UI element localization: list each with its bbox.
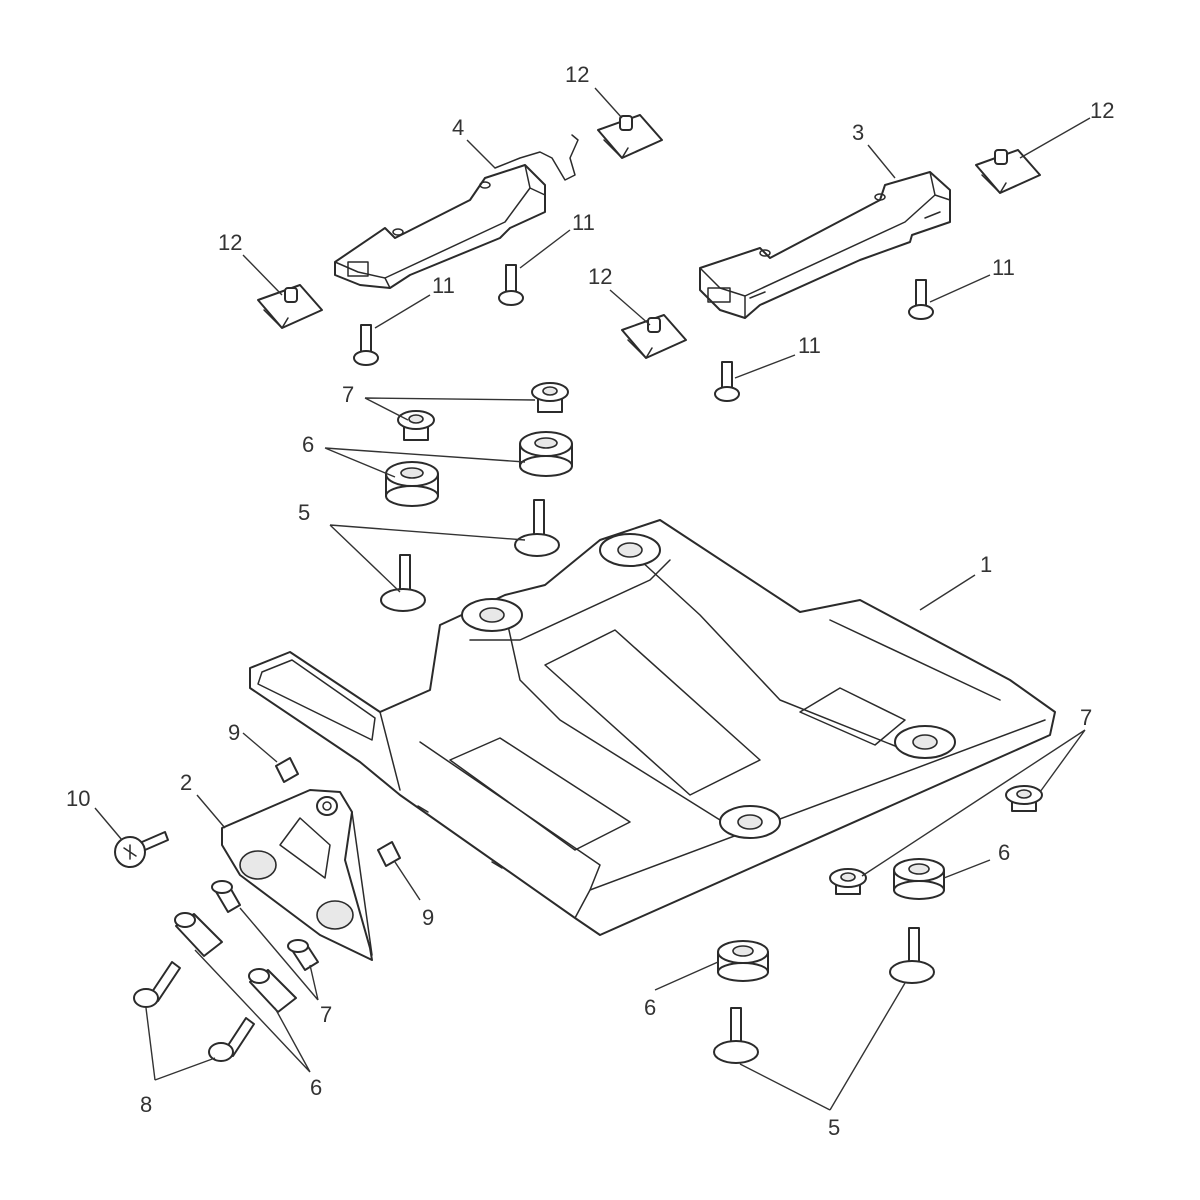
bolt-part-5-c xyxy=(889,927,935,984)
screw-part-11-c xyxy=(714,361,740,402)
label-part-1: 1 xyxy=(980,552,992,577)
grommet-part-6-d xyxy=(717,940,769,982)
insert-part-9-a xyxy=(275,757,299,783)
spacer-part-7-d xyxy=(829,868,867,895)
grommet-part-6-f xyxy=(248,968,297,1013)
leader-lines xyxy=(94,87,1091,1111)
label-part-6-left: 6 xyxy=(310,1075,322,1100)
clip-nut-part-12-b xyxy=(597,114,663,159)
insert-part-9-b xyxy=(377,841,401,867)
spacer-part-7-b xyxy=(531,382,569,413)
grommet-part-6-a xyxy=(385,461,439,507)
label-part-7-left: 7 xyxy=(320,1002,332,1027)
label-part-5-upper: 5 xyxy=(298,500,310,525)
callout-labels: 1 2 3 4 5 5 6 6 6 6 7 7 7 8 9 9 10 11 11… xyxy=(66,62,1114,1140)
label-part-7-right: 7 xyxy=(1080,705,1092,730)
label-part-6-right: 6 xyxy=(998,840,1010,865)
front-bracket-part-2 xyxy=(221,789,373,961)
bracket-part-4 xyxy=(334,134,579,289)
label-part-11-b: 11 xyxy=(572,210,595,235)
bracket-part-3 xyxy=(699,171,951,319)
spacer-part-7-c xyxy=(1005,785,1043,812)
screw-part-11-a xyxy=(353,324,379,366)
clip-nut-part-12-d xyxy=(975,149,1041,194)
label-part-11-a: 11 xyxy=(432,273,455,298)
label-part-10: 10 xyxy=(66,786,90,811)
label-part-12-a: 12 xyxy=(218,230,242,255)
screw-part-10 xyxy=(114,831,169,868)
label-part-8: 8 xyxy=(140,1092,152,1117)
grommet-part-6-e xyxy=(174,912,223,957)
grommet-part-6-b xyxy=(519,431,573,477)
label-part-11-c: 11 xyxy=(798,333,821,358)
spacer-part-7-a xyxy=(397,410,435,441)
screw-part-11-d xyxy=(908,279,934,320)
label-part-9-upper: 9 xyxy=(228,720,240,745)
clip-nut-part-12-a xyxy=(257,284,323,329)
label-part-7-upper: 7 xyxy=(342,382,354,407)
bolt-part-5-d xyxy=(713,1007,759,1064)
bolt-part-5-a xyxy=(380,554,426,612)
screw-part-11-b xyxy=(498,264,524,306)
bolt-part-8-b xyxy=(208,1017,255,1062)
spacer-part-7-e xyxy=(211,880,241,913)
label-part-12-d: 12 xyxy=(1090,98,1114,123)
label-part-9-lower: 9 xyxy=(422,905,434,930)
label-part-11-d: 11 xyxy=(992,255,1015,280)
label-part-2: 2 xyxy=(180,770,192,795)
label-part-6-middle: 6 xyxy=(644,995,656,1020)
bolt-part-5-b xyxy=(514,499,560,557)
bolt-part-8-a xyxy=(133,961,181,1008)
spacer-part-7-f xyxy=(287,939,319,971)
clip-nut-part-12-c xyxy=(621,314,687,359)
grommet-part-6-c xyxy=(893,858,945,900)
label-part-4: 4 xyxy=(452,115,464,140)
label-part-6-upper: 6 xyxy=(302,432,314,457)
label-part-12-c: 12 xyxy=(588,264,612,289)
label-part-12-b: 12 xyxy=(565,62,589,87)
label-part-3: 3 xyxy=(852,120,864,145)
label-part-5-lower: 5 xyxy=(828,1115,840,1140)
skid-plate-part-1 xyxy=(249,519,1056,936)
